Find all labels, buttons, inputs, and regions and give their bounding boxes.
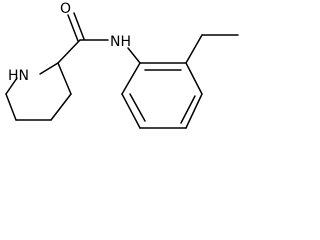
bond-ar2-ar3 — [185, 62, 203, 95]
bond-c5-c6 — [5, 93, 17, 121]
bond-nitrogen-aryl — [127, 47, 141, 64]
piperidine-ring — [5, 62, 72, 121]
bond-ar2-ethyl — [185, 34, 203, 64]
bond-ar6-ar1 — [121, 62, 141, 95]
bond-c2-c3 — [57, 62, 72, 95]
bond-carbonyl-oxygen-1 — [67, 14, 79, 42]
bond-ar5-ar6 — [121, 93, 141, 129]
bond-c3-c4 — [50, 93, 72, 121]
bond-ar3-ar4 — [185, 93, 203, 129]
double-bond-ar3-ar4 — [180, 95, 196, 124]
bond-carbonyl-oxygen-2 — [73, 12, 85, 40]
carbonyl-oxygen-label: O — [60, 1, 71, 17]
ethyl-group — [185, 34, 239, 64]
bond-c2-carbonyl — [57, 39, 81, 64]
amide-group — [57, 12, 141, 64]
double-bond-ar5-ar6 — [129, 93, 146, 122]
bond-c6-n1 — [5, 77, 18, 95]
amide-nitrogen-label: NH — [110, 34, 131, 50]
ring-nitrogen-label: HN — [8, 68, 29, 84]
benzene-ring — [121, 62, 203, 129]
chemical-structure: O NH HN — [5, 1, 239, 129]
bond-n1-c2 — [39, 62, 59, 75]
